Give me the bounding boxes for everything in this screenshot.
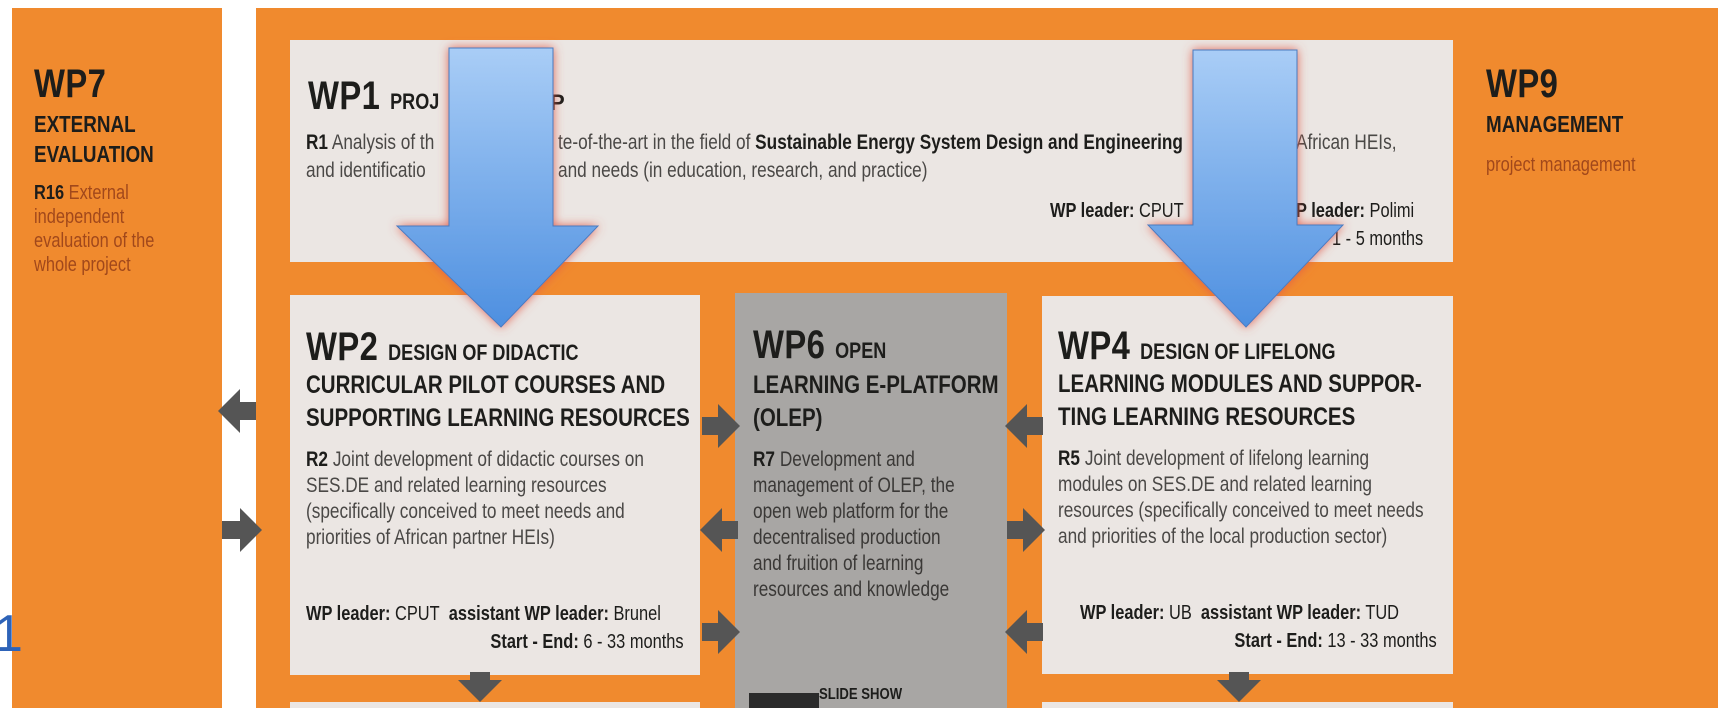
wp1-line1-bold: Sustainable Energy System Design and Eng…	[755, 131, 1183, 154]
wp6-title-line-2: LEARNING E-PLATFORM	[753, 371, 999, 399]
wp4-number: WP4	[1058, 324, 1131, 368]
arrow-left-to-wp7	[218, 389, 256, 433]
wp1-line1-c: African HEIs,	[1296, 131, 1397, 154]
wp2-box: WP2 DESIGN OF DIDACTIC CURRICULAR PILOT C…	[290, 295, 700, 675]
wp4-dates-value: 13 - 33 months	[1327, 630, 1437, 652]
wp6-text-line-5: and fruition of learning	[753, 552, 924, 575]
arrow-right-wp6-wp4	[1007, 508, 1045, 552]
wp4-text-line-4: and priorities of the local production s…	[1058, 525, 1388, 548]
wp4-dates-label: Start - End:	[1234, 630, 1324, 652]
wp1-leader-label: WP leader:	[1050, 200, 1135, 222]
wp3-box-partial	[290, 702, 700, 708]
wp4-text-line-2: modules on SES.DE and related learning	[1058, 473, 1372, 496]
arrow-down-wp4	[1217, 672, 1261, 702]
wp1-dates-fragment: 1 - 5 months	[1332, 228, 1424, 250]
wp7-result-code: R16	[34, 182, 65, 204]
wp7-result-line-4: whole project	[34, 254, 131, 276]
wp2-number: WP2	[306, 325, 379, 369]
wp2-text-line-2: SES.DE and related learning resources	[306, 474, 607, 497]
wp4-leader-value: UB	[1169, 602, 1192, 624]
wp2-text-line-3: (specifically conceived to meet needs an…	[306, 500, 625, 523]
wp1-number: WP1	[308, 74, 381, 118]
wp9-title: MANAGEMENT	[1486, 111, 1624, 137]
wp2-title-line-1: DESIGN OF DIDACTIC	[388, 340, 579, 365]
wp6-title-line-3: (OLEP)	[753, 404, 823, 432]
wp6-text-line-2: management of OLEP, the	[753, 474, 955, 497]
wp9-text: project management	[1486, 154, 1636, 176]
wp7-result-line-1: External	[68, 182, 129, 204]
wp4-text-line-1: Joint development of lifelong learning	[1084, 447, 1370, 470]
wp6-text-line-4: decentralised production	[753, 526, 941, 549]
wp4-assistant-label: assistant WP leader:	[1200, 602, 1362, 624]
arrow-down-wp2	[458, 672, 502, 702]
wp7-result-line-3: evaluation of the	[34, 230, 155, 252]
wp4-title-line-3: TING LEARNING RESOURCES	[1058, 403, 1356, 431]
wp6-text-line-3: open web platform for the	[753, 500, 949, 523]
wp6-result-code: R7	[753, 448, 776, 471]
wp4-box: WP4 DESIGN OF LIFELONG LEARNING MODULES A…	[1042, 296, 1453, 674]
wp1-result-code: R1	[306, 131, 329, 154]
wp6-text-line-6: resources and knowledge	[753, 578, 950, 601]
arrow-left-wp4-wp6-1	[1005, 404, 1043, 448]
wp7-result-line-2: independent	[34, 206, 125, 228]
wp4-result-code: R5	[1058, 447, 1081, 470]
wp4-title-line-2: LEARNING MODULES AND SUPPOR-	[1058, 370, 1422, 398]
wp1-assistant-fragment: P leader:	[1296, 200, 1365, 222]
wp7-number: WP7	[34, 62, 107, 106]
wp1-assistant-value: Polimi	[1369, 200, 1415, 222]
overlay-arrow-left	[395, 47, 600, 328]
wp1-leader-value: CPUT	[1139, 200, 1184, 222]
wp2-assistant-label: assistant WP leader:	[448, 603, 609, 625]
wp2-text-line-4: priorities of African partner HEIs)	[306, 526, 555, 549]
wp2-text-line-1: Joint development of didactic courses on	[332, 448, 644, 471]
wp4-assistant-value: TUD	[1365, 602, 1400, 624]
wp7-block: WP7 EXTERNAL EVALUATION R16 External ind…	[34, 62, 214, 277]
wp1-line1-b: te-of-the-art in the field of	[558, 131, 751, 154]
wp1-line1-a: Analysis of th	[331, 131, 435, 154]
wp7-panel	[12, 8, 222, 708]
wp2-dates-value: 6 - 33 months	[583, 631, 684, 653]
arrow-right-wp2-wp6-2	[702, 610, 740, 654]
wp9-block: WP9 MANAGEMENT project management	[1486, 62, 1706, 177]
wp4-leader-label: WP leader:	[1080, 602, 1165, 624]
slide-number-fragment: 1	[0, 605, 23, 663]
arrow-right-wp2-wp6-1	[702, 404, 740, 448]
wp6-text-line-1: Development and	[779, 448, 915, 471]
wp2-leader-label: WP leader:	[306, 603, 391, 625]
wp4-title-line-1: DESIGN OF LIFELONG	[1140, 339, 1336, 364]
arrow-right-from-wp7	[222, 508, 262, 552]
wp6-title-line-1: OPEN	[835, 338, 887, 363]
wp2-leader-value: CPUT	[395, 603, 440, 625]
wp2-assistant-value: Brunel	[613, 603, 661, 625]
wp2-title-line-3: SUPPORTING LEARNING RESOURCES	[306, 404, 690, 432]
arrow-left-wp4-wp6-2	[1005, 610, 1043, 654]
wp1-title-fragment-b: P	[550, 90, 565, 115]
wp2-dates-label: Start - End:	[490, 631, 580, 653]
wp2-result-code: R2	[306, 448, 329, 471]
wp4-text-line-3: resources (specifically conceived to mee…	[1058, 499, 1424, 522]
wp7-title-line-1: EXTERNAL	[34, 111, 136, 137]
slideshow-label[interactable]: SLIDE SHOW	[819, 686, 903, 703]
wp1-line2-b: and needs (in education, research, and p…	[558, 159, 928, 182]
wp7-title-line-2: EVALUATION	[34, 141, 154, 167]
wp5-box-partial	[1042, 702, 1453, 708]
wp1-line2-a: and identificatio	[306, 159, 426, 182]
slideshow-thumbnail[interactable]	[749, 693, 819, 708]
wp6-box: WP6 OPEN LEARNING E-PLATFORM (OLEP) R7 De…	[735, 293, 1007, 708]
wp1-title-fragment: PROJ	[390, 89, 440, 114]
wp9-number: WP9	[1486, 62, 1559, 106]
arrow-left-wp6-wp2	[700, 508, 738, 552]
wp2-title-line-2: CURRICULAR PILOT COURSES AND	[306, 371, 666, 399]
wp6-number: WP6	[753, 323, 826, 367]
overlay-arrow-right	[1146, 49, 1345, 328]
